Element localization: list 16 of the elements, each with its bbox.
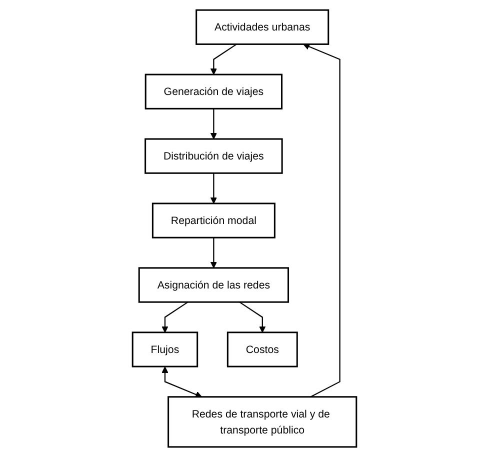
- node-box: Costos: [226, 332, 298, 368]
- arrow: [162, 302, 188, 333]
- arrow: [239, 302, 266, 333]
- node-box: Redes de transporte vial y de transporte público: [168, 396, 358, 448]
- arrow: [303, 43, 340, 398]
- node-box: Flujos: [132, 332, 198, 368]
- node-box: Generación de viajes: [144, 74, 283, 110]
- node-box: Distribución de viajes: [144, 138, 283, 174]
- node-box: Repartición modal: [152, 202, 276, 238]
- node-box: Actividades urbanas: [196, 9, 330, 45]
- arrow: [210, 44, 237, 75]
- node-box: Asignación de las redes: [138, 267, 290, 303]
- arrow: [210, 173, 218, 204]
- arrow: [210, 238, 218, 268]
- arrow: [210, 108, 218, 140]
- arrow: [162, 366, 202, 398]
